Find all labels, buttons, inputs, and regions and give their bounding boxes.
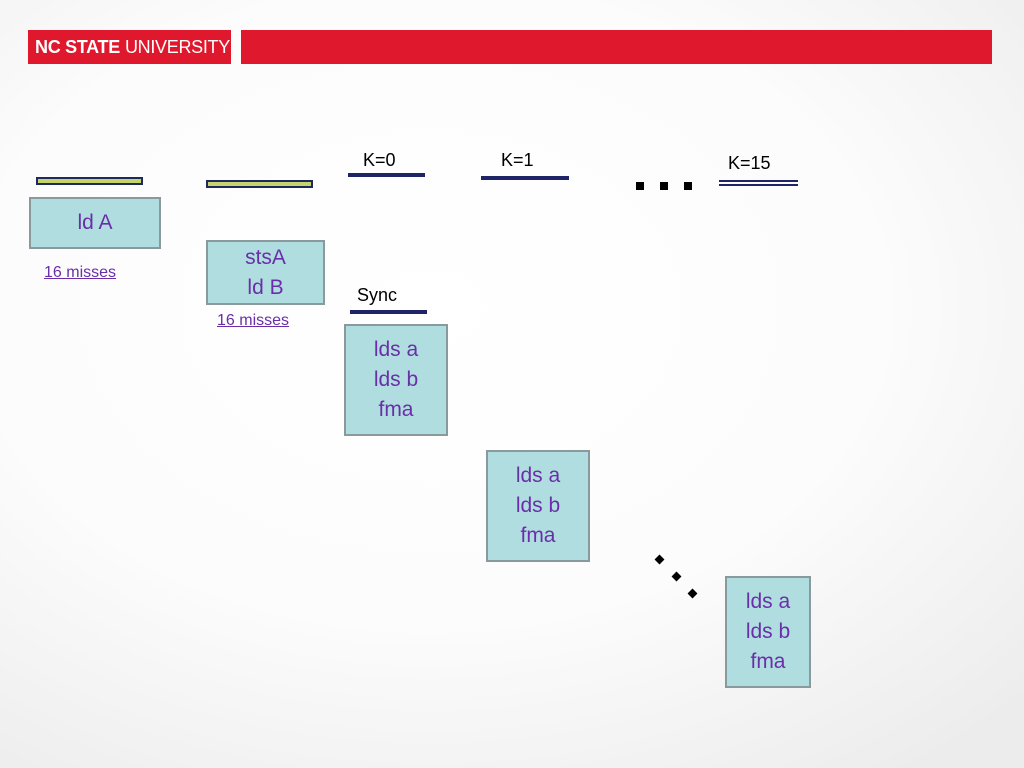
logo-light-text: UNIVERSITY: [124, 36, 230, 57]
header-bar: [241, 30, 992, 64]
label-k1: K=1: [501, 150, 534, 170]
box-loop-k1: lds a lds b fma: [486, 450, 590, 562]
box-loop-k1-line-2: lds b: [515, 494, 561, 517]
box-ld-a-text: ld A: [77, 211, 113, 234]
label-k15: K=15: [728, 153, 771, 173]
box-sts-ld-b: stsA ld B: [206, 240, 325, 305]
box-sts-line-1: stsA: [245, 245, 286, 269]
box-loop-k1-line-1: lds a: [515, 464, 561, 487]
box-loop-k15-line-2: lds b: [745, 620, 791, 643]
university-logo: NC STATE UNIVERSITY: [28, 30, 231, 64]
box-loop-k0-line-3: fma: [378, 398, 414, 421]
box-loop-k1-line-3: fma: [520, 524, 556, 547]
box-sts-line-2: ld B: [247, 275, 284, 299]
label-sync: Sync: [357, 285, 398, 305]
timeline-bar-sts: [206, 180, 313, 188]
sync-bar: [350, 310, 427, 314]
box-loop-k0-line-1: lds a: [373, 338, 419, 361]
ellipsis-dot-1: [636, 182, 644, 190]
box-loop-k0-line-2: lds b: [373, 368, 419, 391]
ellipsis-dot-3: [684, 182, 692, 190]
ellipsis-dot-2: [660, 182, 668, 190]
box-ld-a: ld A: [29, 197, 161, 249]
timeline-bar-k0: [348, 173, 425, 177]
box-loop-k15-line-3: fma: [750, 650, 786, 673]
timeline-bar-k15: [719, 180, 798, 186]
misses-link-2[interactable]: 16 misses: [217, 312, 290, 329]
box-loop-k0: lds a lds b fma: [344, 324, 448, 436]
box-loop-k15: lds a lds b fma: [725, 576, 811, 688]
timeline-bar-ld-a: [36, 177, 143, 185]
diagonal-dot-3: [687, 588, 698, 599]
diagonal-dot-2: [671, 571, 682, 582]
label-k0: K=0: [363, 150, 396, 170]
misses-link-1[interactable]: 16 misses: [44, 264, 117, 281]
box-loop-k15-line-1: lds a: [745, 590, 791, 613]
timeline-bar-k1: [481, 176, 569, 180]
diagonal-dot-1: [654, 554, 665, 565]
logo-strong-text: NC STATE: [35, 36, 120, 57]
